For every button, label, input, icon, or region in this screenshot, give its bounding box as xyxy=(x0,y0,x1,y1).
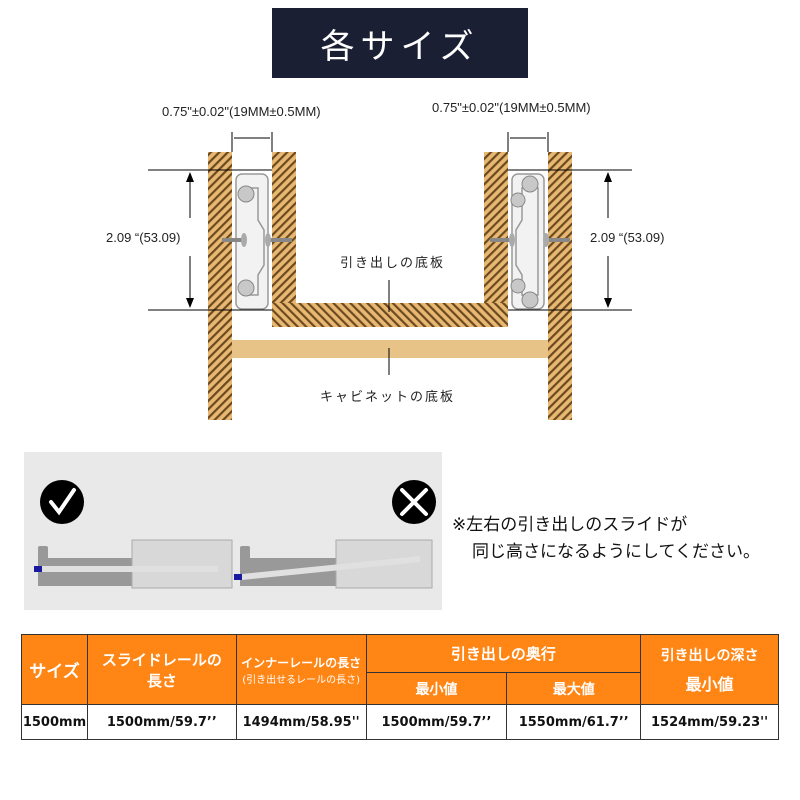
table-row: 1500mm 1500mm/59.7’’ 1494mm/58.95'' 1500… xyxy=(21,704,779,740)
header-depth-max: 最大値 xyxy=(506,672,642,705)
left-width-dimension: 0.75"±0.02"(19MM±0.5MM) xyxy=(162,104,321,119)
header-size: サイズ xyxy=(21,634,88,705)
cell-rail-length: 1500mm/59.7’’ xyxy=(86,704,237,740)
header-drawer-height-line2: 最小値 xyxy=(685,674,734,694)
cabinet-bottom-label: キャビネットの底板 xyxy=(320,390,456,405)
check-icon xyxy=(40,480,84,524)
drawer-cross-section-diagram xyxy=(148,132,632,420)
note-line-1: ※左右の引き出しのスライドが xyxy=(452,515,688,535)
right-slide-rail xyxy=(490,173,570,310)
header-drawer-height-line1: 引き出しの深さ xyxy=(660,647,759,664)
note-line-2: 同じ高さになるようにしてください。 xyxy=(472,542,760,562)
header-rail-length-line2: 長さ xyxy=(146,671,177,690)
drawer-bottom xyxy=(272,303,508,327)
spec-table: サイズ スライドレールの 長さ インナーレールの長さ (引き出せるレールの長さ)… xyxy=(21,634,779,740)
cell-inner-rail: 1494mm/58.95'' xyxy=(235,704,367,740)
header-inner-rail: インナーレールの長さ (引き出せるレールの長さ) xyxy=(235,634,367,705)
header-rail-length: スライドレールの 長さ xyxy=(86,634,237,705)
header-depth-min: 最小値 xyxy=(365,672,508,705)
right-width-dimension: 0.75"±0.02"(19MM±0.5MM) xyxy=(432,100,591,115)
drawer-bottom-label: 引き出しの底板 xyxy=(340,256,446,271)
x-icon xyxy=(392,480,436,524)
header-drawer-depth: 引き出しの奥行 xyxy=(365,634,642,673)
header-rail-length-line1: スライドレールの xyxy=(101,650,222,669)
cabinet-right-wall xyxy=(548,152,572,420)
install-example-panel xyxy=(24,452,442,610)
wrong-rail-photo xyxy=(234,539,433,589)
cell-height-min: 1524mm/59.23'' xyxy=(640,704,779,740)
header-drawer-height: 引き出しの深さ 最小値 xyxy=(640,634,779,705)
installation-note: ※左右の引き出しのスライドが 同じ高さになるようにしてください。 xyxy=(452,512,760,566)
cell-size: 1500mm xyxy=(21,704,88,740)
header-inner-rail-line2: (引き出せるレールの長さ) xyxy=(242,674,361,686)
left-height-dimension: 2.09 “(53.09) xyxy=(106,230,181,245)
cell-depth-min: 1500mm/59.7’’ xyxy=(365,704,508,740)
cell-depth-max: 1550mm/61.7’’ xyxy=(506,704,642,740)
header-inner-rail-line1: インナーレールの長さ xyxy=(241,655,362,670)
correct-rail-photo xyxy=(34,539,233,589)
page-title: 各サイズ xyxy=(272,8,528,78)
left-slide-rail xyxy=(222,173,292,310)
right-height-dimension: 2.09 “(53.09) xyxy=(590,230,665,245)
cabinet-left-wall xyxy=(208,152,232,420)
cabinet-bottom xyxy=(232,340,548,358)
